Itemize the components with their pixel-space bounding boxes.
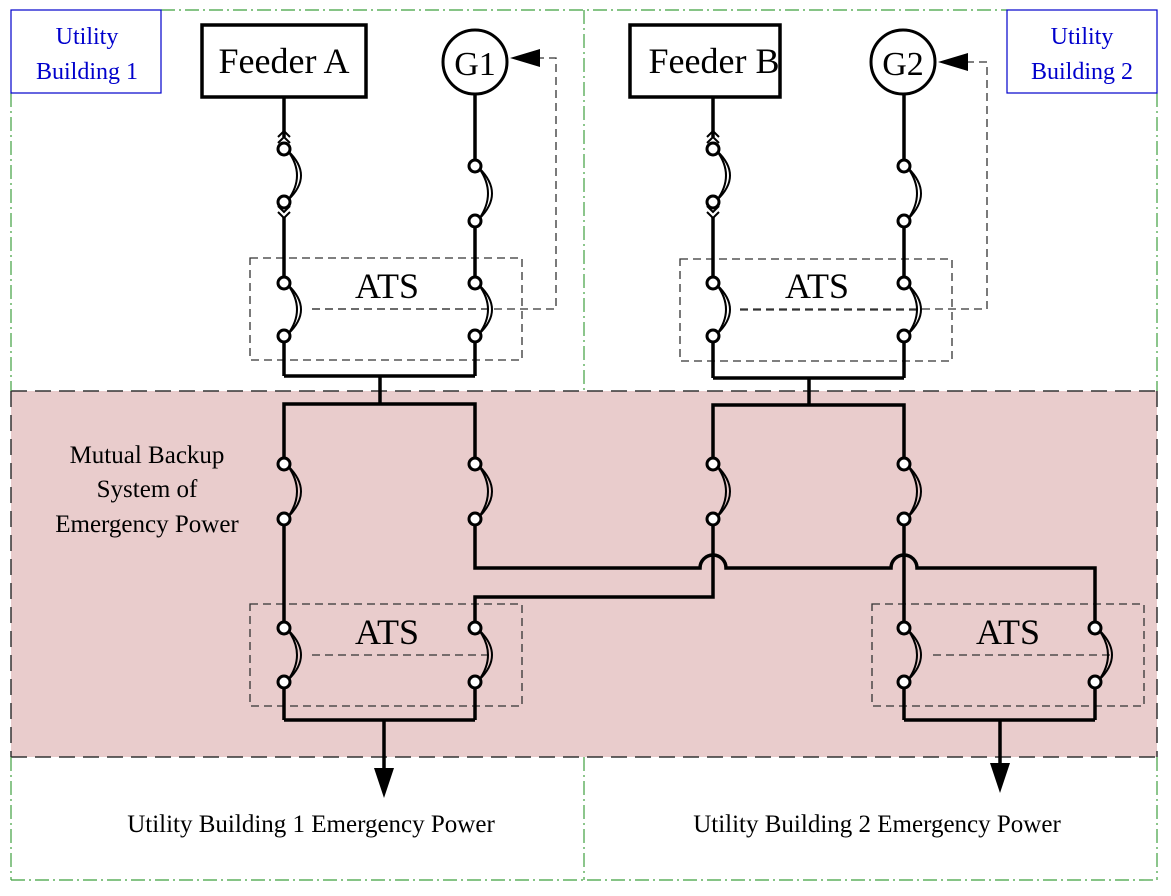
ats-switch-br-right-terminal-top xyxy=(1087,620,1103,636)
ats-switch-bl-right xyxy=(467,620,493,690)
backup-breaker-b2-primary xyxy=(896,456,922,527)
backup-breaker-b1-primary-terminal-bottom xyxy=(276,511,292,527)
backup-breaker-b1-primary-terminal-top xyxy=(276,456,292,472)
backup-breaker-b1-tie xyxy=(467,456,493,527)
backup-breaker-b2-primary-terminal-top xyxy=(896,456,912,472)
backup-breaker-b2-tie-terminal-bottom xyxy=(705,511,721,527)
backup-breaker-b1-tie-terminal-top xyxy=(467,456,483,472)
ats-switch-tl-right-terminal-bottom xyxy=(467,328,483,344)
g2-label: G2 xyxy=(882,46,924,83)
feeder-a: Feeder A xyxy=(200,23,368,99)
breaker-feeder-a-terminal-bottom xyxy=(276,194,292,210)
ats-switch-bl-left xyxy=(276,620,302,690)
mutual-backup-label-line3: Emergency Power xyxy=(55,511,239,538)
wiring xyxy=(282,94,1097,775)
building-1-label-line2: Building 1 xyxy=(36,59,138,85)
backup-breaker-b2-tie-terminal-top xyxy=(705,456,721,472)
ats-switch-tr-left xyxy=(705,275,731,344)
ats-switch-bl-right-terminal-bottom xyxy=(467,674,483,690)
ats-switch-tl-left-terminal-top xyxy=(276,275,292,291)
breaker-g1 xyxy=(467,158,493,229)
backup-breaker-b1-tie-terminal-bottom xyxy=(467,511,483,527)
building-2-label-line1: Utility xyxy=(1051,24,1114,50)
ats-switch-tr-right xyxy=(896,275,922,344)
breaker-feeder-a-terminal-top xyxy=(276,141,292,157)
generator-g1: G1 xyxy=(441,28,509,96)
breaker-g1-terminal-top xyxy=(467,158,483,174)
feeder-b: Feeder B xyxy=(628,23,782,99)
output-label-building-1: Utility Building 1 Emergency Power xyxy=(127,811,495,838)
breaker-g2-terminal-top xyxy=(896,158,912,174)
ats-switch-tl-left xyxy=(276,275,302,344)
ats-switch-tl-right-terminal-top xyxy=(467,275,483,291)
output-arrow-building-2-icon xyxy=(990,763,1010,793)
ats-switch-tr-right-terminal-top xyxy=(896,275,912,291)
backup-breaker-b2-primary-terminal-bottom xyxy=(896,511,912,527)
breaker-feeder-b-terminal-bottom xyxy=(705,194,721,210)
ats-switch-bl-left-terminal-bottom xyxy=(276,674,292,690)
feeder-b-label: Feeder B xyxy=(649,41,780,81)
breaker-g1-terminal-bottom xyxy=(467,213,483,229)
mutual-backup-label-line2: System of xyxy=(97,476,198,503)
ats-switch-bl-left-terminal-top xyxy=(276,620,292,636)
breaker-feeder-b xyxy=(705,141,731,210)
ats-switch-tl-right xyxy=(467,275,493,344)
ats-box-top-left xyxy=(249,257,523,361)
mutual-backup-zone xyxy=(11,391,1157,757)
ats-box-bottom-left xyxy=(249,603,523,707)
breaker-feeder-b-terminal-top xyxy=(705,141,721,157)
ats-switch-br-right-terminal-bottom xyxy=(1087,674,1103,690)
backup-breaker-b1-primary xyxy=(276,456,302,527)
ats-switch-tl-left-terminal-bottom xyxy=(276,328,292,344)
building-2-label-box: Utility Building 2 xyxy=(1006,9,1158,94)
g2-start-signal-line xyxy=(740,61,988,310)
ats-label-bottom-right: ATS xyxy=(976,612,1040,652)
plug-top-feeder-a-icon xyxy=(277,129,291,144)
breaker-feeder-a xyxy=(276,141,302,210)
ats-switch-br-left-terminal-bottom xyxy=(896,674,912,690)
ats-switch-tr-right-terminal-bottom xyxy=(896,328,912,344)
breakers xyxy=(276,141,1113,690)
output-label-building-2: Utility Building 2 Emergency Power xyxy=(693,811,1061,838)
generator-g2: G2 xyxy=(869,28,937,96)
mutual-backup-label-line1: Mutual Backup xyxy=(70,442,225,469)
breaker-g2 xyxy=(896,158,922,229)
building-boundaries xyxy=(10,9,1158,881)
feeder-a-label: Feeder A xyxy=(219,41,350,81)
ats-switch-br-right xyxy=(1087,620,1113,690)
withdrawable-plug-icons xyxy=(277,129,720,220)
breaker-g2-terminal-bottom xyxy=(896,213,912,229)
ats-label-top-right: ATS xyxy=(785,266,849,306)
g2-start-arrow-icon xyxy=(938,53,968,71)
building-1-label-line1: Utility xyxy=(56,24,119,50)
g1-label: G1 xyxy=(454,46,496,83)
ats-box-bottom-right xyxy=(871,603,1145,707)
ats-switch-bl-right-terminal-top xyxy=(467,620,483,636)
ats-switch-br-left-terminal-top xyxy=(896,620,912,636)
ats-switch-tr-left-terminal-bottom xyxy=(705,328,721,344)
building-2-label-line2: Building 2 xyxy=(1031,59,1133,85)
ats-label-bottom-left: ATS xyxy=(355,612,419,652)
backup-breaker-b2-tie xyxy=(705,456,731,527)
ats-switch-br-left xyxy=(896,620,922,690)
g1-start-arrow-icon xyxy=(510,49,540,67)
ats-box-top-right xyxy=(679,258,953,362)
ats-switch-tr-left-terminal-top xyxy=(705,275,721,291)
output-arrow-building-1-icon xyxy=(374,768,394,798)
ats-label-top-left: ATS xyxy=(355,266,419,306)
plug-top-feeder-b-icon xyxy=(706,129,720,144)
building-1-label-box: Utility Building 1 xyxy=(10,9,162,94)
